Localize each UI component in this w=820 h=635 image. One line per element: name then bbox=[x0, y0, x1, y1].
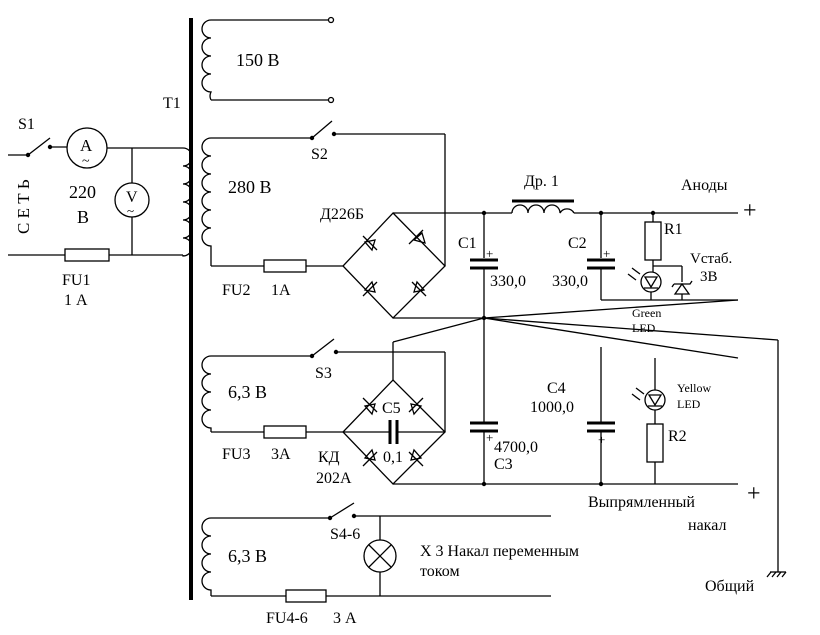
label-c3: C3 bbox=[494, 456, 513, 473]
primary-circuit bbox=[8, 127, 193, 262]
label-c3-plus: + bbox=[486, 430, 493, 445]
label-r2: R2 bbox=[668, 428, 687, 445]
rectified-filament bbox=[201, 317, 739, 487]
label-choke: Др. 1 bbox=[524, 173, 559, 190]
label-filament-plus: + bbox=[747, 481, 761, 507]
label-fu2-rating: 1А bbox=[271, 282, 291, 299]
label-220-unit: В bbox=[77, 207, 89, 227]
label-green-led: LED bbox=[632, 321, 656, 335]
yellow-led bbox=[644, 389, 666, 411]
label-voltmeter: V bbox=[126, 189, 138, 206]
label-mains: С Е Т Ь bbox=[14, 179, 33, 234]
label-c1-value: 330,0 bbox=[490, 273, 526, 290]
label-c4: C4 bbox=[547, 380, 566, 397]
label-c1: C1 bbox=[458, 235, 477, 252]
zener-diode bbox=[671, 280, 693, 295]
ac-filament bbox=[201, 502, 551, 603]
label-150v: 150 В bbox=[236, 50, 280, 70]
label-fu1-rating: 1 А bbox=[64, 292, 88, 309]
bridge-2-diodes bbox=[362, 397, 424, 467]
primary-winding bbox=[182, 147, 193, 257]
label-c2-value: 330,0 bbox=[552, 273, 588, 290]
resistor-r2 bbox=[646, 423, 664, 463]
label-kd-202a: 202А bbox=[316, 470, 352, 487]
label-220: 220 bbox=[69, 182, 96, 202]
label-fu1: FU1 bbox=[62, 272, 90, 289]
label-s3: S3 bbox=[315, 365, 332, 382]
label-c1-plus: + bbox=[486, 246, 493, 261]
label-63v-ac: 6,3 В bbox=[228, 546, 267, 566]
label-vstab: Vстаб. bbox=[690, 251, 732, 267]
label-anode-plus: + bbox=[743, 198, 757, 224]
label-lamp: X 3 Накал переменным bbox=[420, 543, 579, 560]
label-fu3: FU3 bbox=[222, 446, 250, 463]
label-c5-value: 0,1 bbox=[383, 449, 403, 466]
label-s46: S4-6 bbox=[330, 526, 360, 543]
label-voltmeter-tilde: ~ bbox=[127, 203, 134, 218]
label-common: Общий bbox=[705, 578, 755, 595]
choke-dr1 bbox=[511, 204, 575, 216]
label-yellow: Yellow bbox=[677, 381, 711, 395]
label-fu46-rating: 3 А bbox=[333, 610, 357, 627]
fuse-fu1 bbox=[64, 248, 110, 262]
label-c3-value: 4700,0 bbox=[494, 439, 538, 456]
label-s1: S1 bbox=[18, 116, 35, 133]
label-t1: T1 bbox=[163, 95, 181, 112]
label-ammeter: A bbox=[80, 136, 93, 155]
resistor-r1 bbox=[644, 221, 662, 261]
fuse-fu3 bbox=[263, 425, 307, 439]
label-fu2: FU2 bbox=[222, 282, 250, 299]
label-yellow-led: LED bbox=[677, 397, 701, 411]
anode-supply bbox=[201, 120, 787, 578]
label-280v: 280 В bbox=[228, 177, 272, 197]
ground-symbol bbox=[766, 571, 787, 578]
bridge-d226b bbox=[342, 212, 446, 319]
label-fu46: FU4-6 bbox=[266, 610, 308, 627]
label-c5: C5 bbox=[382, 400, 401, 417]
label-c4-plus: + bbox=[598, 432, 605, 447]
label-c2-plus: + bbox=[603, 246, 610, 261]
label-s2: S2 bbox=[311, 146, 328, 163]
labels: S1 С Е Т Ь A ~ V ~ 220 В FU1 1 А T1 150 … bbox=[14, 50, 761, 627]
label-r1: R1 bbox=[664, 221, 683, 238]
label-c4-value: 1000,0 bbox=[530, 399, 574, 416]
label-kd: КД bbox=[318, 449, 340, 466]
label-c2: C2 bbox=[568, 235, 587, 252]
green-led bbox=[640, 271, 662, 293]
label-anodes: Аноды bbox=[681, 177, 728, 194]
label-lamp-2: током bbox=[420, 563, 460, 580]
label-vstab-value: 3В bbox=[700, 269, 718, 285]
label-green: Green bbox=[632, 306, 661, 320]
bridge-diodes bbox=[362, 229, 427, 297]
label-rectified: Выпрямленный bbox=[588, 494, 695, 511]
label-fu3-rating: 3А bbox=[271, 446, 291, 463]
label-rectified-2: накал bbox=[688, 517, 726, 534]
label-63v-rect: 6,3 В bbox=[228, 382, 267, 402]
fuse-fu2 bbox=[263, 259, 307, 273]
fuse-fu4-6 bbox=[285, 589, 327, 603]
label-ammeter-tilde: ~ bbox=[82, 154, 90, 169]
label-d226: Д226Б bbox=[320, 206, 364, 223]
winding-150v bbox=[201, 16, 335, 104]
